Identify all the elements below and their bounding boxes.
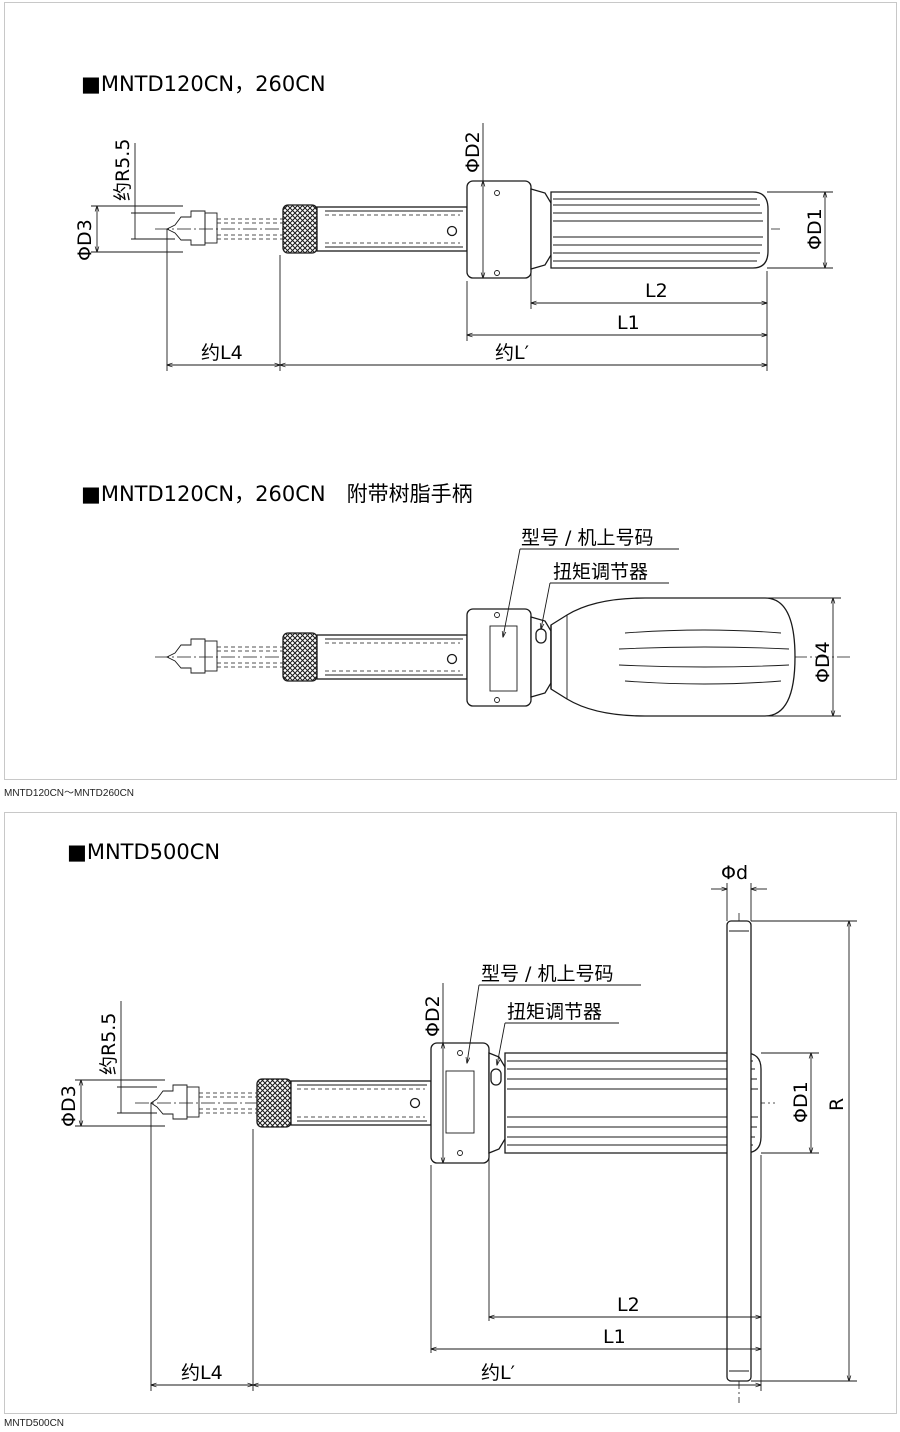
- view-b-screwdriver: [155, 597, 850, 717]
- label-l4: 约L4: [201, 342, 243, 364]
- mntd500-dimensions: Φd R ΦD1 ΦD2 约R5.5 ΦD3: [58, 862, 857, 1391]
- label-r55-2: 约R5.5: [98, 1013, 120, 1075]
- drawing-mntd500: ■MNTD500CN: [58, 840, 857, 1403]
- view-b-dimensions: ΦD4 型号 / 机上号码 扭矩调节器: [503, 527, 841, 716]
- label-d3-2: ΦD3: [58, 1085, 80, 1127]
- mntd500-screwdriver: [135, 913, 775, 1403]
- drawing-mntd120-260: ■MNTD120CN，260CN: [74, 72, 850, 717]
- view-a-screwdriver: [155, 180, 780, 279]
- label-l1-2: L1: [603, 1326, 626, 1348]
- panel2-title: ■MNTD500CN: [67, 840, 220, 864]
- label-d2-2: ΦD2: [422, 995, 444, 1037]
- panel-mntd500: ■MNTD500CN: [4, 812, 897, 1414]
- label-d4: ΦD4: [812, 641, 834, 683]
- view-a-title: ■MNTD120CN，260CN: [81, 72, 326, 96]
- label-d3: ΦD3: [74, 219, 96, 261]
- label-l2: L2: [645, 280, 668, 302]
- label-l1: L1: [617, 312, 640, 334]
- label-model-2: 型号 / 机上号码: [481, 963, 613, 985]
- view-b-title: ■MNTD120CN，260CN 附带树脂手柄: [81, 482, 473, 506]
- label-model-b: 型号 / 机上号码: [521, 527, 653, 549]
- panel-mntd120-260: ■MNTD120CN，260CN: [4, 2, 897, 780]
- caption-mntd500: MNTD500CN: [4, 1418, 65, 1429]
- label-r: R: [826, 1098, 848, 1111]
- label-d1: ΦD1: [804, 208, 826, 250]
- label-adjuster-b: 扭矩调节器: [553, 561, 648, 583]
- label-d2: ΦD2: [462, 131, 484, 173]
- label-lprime: 约L′: [495, 342, 529, 364]
- label-lprime-2: 约L′: [481, 1362, 515, 1384]
- label-d1-2: ΦD1: [790, 1081, 812, 1123]
- view-a-dimensions: 约R5.5 ΦD3 ΦD2 ΦD1 L2 L1: [74, 123, 833, 371]
- caption-mntd120-260: MNTD120CN～MNTD260CN: [4, 788, 135, 799]
- label-d-small: Φd: [721, 862, 748, 884]
- label-l2-2: L2: [617, 1294, 640, 1316]
- label-adjuster-2: 扭矩调节器: [507, 1001, 602, 1023]
- label-l4-2: 约L4: [181, 1362, 223, 1384]
- label-r55: 约R5.5: [112, 139, 134, 201]
